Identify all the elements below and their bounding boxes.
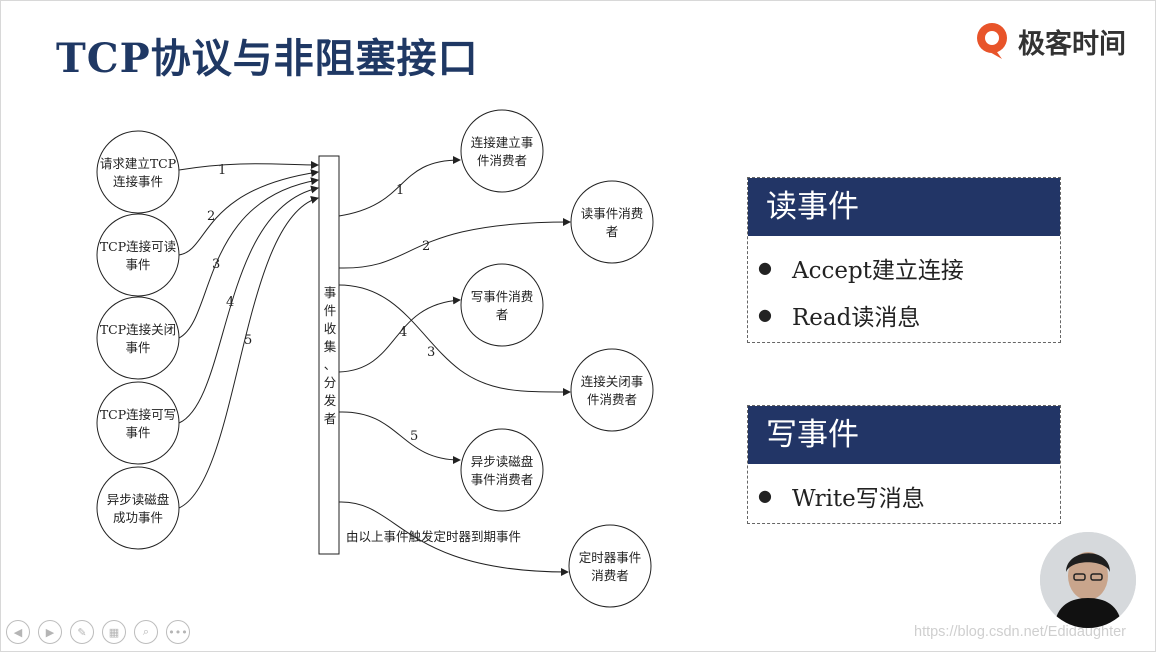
svg-text:事件: 事件 bbox=[125, 425, 150, 440]
read-event-item: ●Accept建立连接 bbox=[758, 257, 964, 284]
brand-logo: 极客时间 bbox=[974, 20, 1126, 62]
read-events-header: 读事件 bbox=[748, 178, 1060, 236]
left-node-tcp-connect: 请求建立TCP 连接事件 bbox=[96, 130, 180, 214]
left-node-tcp-writable: TCP连接可写 事件 bbox=[96, 381, 180, 465]
edge-out-label: 5 bbox=[410, 429, 418, 444]
collector-label: 事 件 收 集 、 分 发 者 bbox=[324, 285, 337, 426]
edge-out-label: 4 bbox=[399, 325, 407, 340]
edge-out-1 bbox=[338, 156, 461, 217]
event-dispatch-diagram: 事 件 收 集 、 分 发 者 请求建立TCP 连接事件 TCP连接可读 事件 … bbox=[96, 109, 654, 608]
edge-in-4 bbox=[178, 185, 319, 424]
csdn-watermark: https://blog.csdn.net/Edidaughter bbox=[914, 624, 1127, 640]
svg-text:事件: 事件 bbox=[125, 340, 150, 355]
edge-out-3 bbox=[338, 284, 571, 396]
edge-in-label: 2 bbox=[207, 209, 215, 224]
event-collector-dispatcher bbox=[318, 155, 340, 555]
collector-char: 件 bbox=[324, 303, 337, 318]
svg-text:件消费者: 件消费者 bbox=[477, 153, 527, 168]
right-node-timer-consumer: 定时器事件 消费者 bbox=[568, 524, 652, 608]
svg-text:事件消费者: 事件消费者 bbox=[471, 472, 534, 487]
left-node-tcp-readable: TCP连接可读 事件 bbox=[96, 213, 180, 297]
zoom-icon[interactable]: ⌕ bbox=[134, 620, 158, 644]
right-node-write-consumer: 写事件消费 者 bbox=[460, 263, 544, 347]
geek-logo-icon bbox=[977, 23, 1007, 59]
collector-char: 事 bbox=[324, 285, 337, 300]
edge-in-label: 3 bbox=[212, 257, 220, 272]
svg-text:TCP连接可写: TCP连接可写 bbox=[100, 407, 176, 422]
more-options-icon[interactable]: ••• bbox=[166, 620, 190, 644]
svg-text:异步读磁盘: 异步读磁盘 bbox=[471, 454, 534, 469]
collector-char: 集 bbox=[324, 339, 337, 354]
slide-title: TCP协议与非阻塞接口 bbox=[56, 35, 479, 82]
presentation-controls: ◀ ▶ ✎ ▦ ⌕ ••• bbox=[6, 620, 190, 644]
bullet-dot-icon: ● bbox=[758, 258, 772, 277]
svg-text:请求建立TCP: 请求建立TCP bbox=[100, 156, 176, 171]
edge-out-5 bbox=[338, 411, 461, 464]
read-events-card: 读事件 ●Accept建立连接 ●Read读消息 bbox=[747, 177, 1061, 343]
svg-text:件消费者: 件消费者 bbox=[587, 392, 637, 407]
svg-text:者: 者 bbox=[606, 224, 619, 239]
edge-in-1 bbox=[178, 160, 319, 171]
svg-text:者: 者 bbox=[496, 307, 509, 322]
right-node-read-consumer: 读事件消费 者 bbox=[570, 180, 654, 264]
svg-text:写事件消费: 写事件消费 bbox=[471, 289, 534, 304]
edge-out-4 bbox=[338, 296, 461, 373]
right-node-disk-consumer: 异步读磁盘 事件消费者 bbox=[460, 428, 544, 512]
timer-trigger-label: 由以上事件触发定时器到期事件 bbox=[346, 529, 521, 544]
edge-out-label: 1 bbox=[396, 183, 404, 198]
prev-slide-icon[interactable]: ◀ bbox=[6, 620, 30, 644]
outgoing-edges bbox=[338, 156, 571, 576]
edge-out-2 bbox=[338, 218, 571, 269]
edge-in-5 bbox=[178, 196, 319, 509]
collector-char: 收 bbox=[324, 321, 337, 336]
edge-in-2 bbox=[178, 169, 319, 256]
svg-text:异步读磁盘: 异步读磁盘 bbox=[107, 492, 170, 507]
collector-char: 者 bbox=[324, 411, 337, 426]
edge-out-timer bbox=[338, 501, 569, 576]
brand-text: 极客时间 bbox=[1018, 28, 1126, 60]
svg-text:定时器事件: 定时器事件 bbox=[579, 550, 642, 565]
left-node-disk-read: 异步读磁盘 成功事件 bbox=[96, 466, 180, 550]
svg-text:连接关闭事: 连接关闭事 bbox=[581, 374, 644, 389]
incoming-edges bbox=[178, 160, 319, 509]
write-event-item: ●Write写消息 bbox=[758, 485, 925, 512]
svg-text:成功事件: 成功事件 bbox=[113, 510, 163, 525]
bullet-dot-icon: ● bbox=[758, 486, 772, 505]
slides-grid-icon[interactable]: ▦ bbox=[102, 620, 126, 644]
right-node-connect-consumer: 连接建立事 件消费者 bbox=[460, 109, 544, 193]
edge-out-label: 2 bbox=[422, 239, 430, 254]
svg-text:事件: 事件 bbox=[125, 257, 150, 272]
read-event-item: ●Read读消息 bbox=[758, 304, 921, 331]
write-events-card: 写事件 ●Write写消息 bbox=[747, 405, 1061, 524]
edge-in-label: 1 bbox=[218, 163, 226, 178]
edge-in-label: 4 bbox=[226, 295, 234, 310]
write-events-header: 写事件 bbox=[748, 406, 1060, 464]
presenter-avatar-icon bbox=[1040, 532, 1136, 628]
svg-text:消费者: 消费者 bbox=[591, 568, 629, 583]
edge-in-3 bbox=[178, 177, 319, 339]
left-node-tcp-close: TCP连接关闭 事件 bbox=[96, 296, 180, 380]
svg-text:TCP连接可读: TCP连接可读 bbox=[100, 239, 176, 254]
bullet-dot-icon: ● bbox=[758, 305, 772, 324]
edge-out-label: 3 bbox=[427, 345, 435, 360]
svg-text:TCP连接关闭: TCP连接关闭 bbox=[100, 322, 176, 337]
edge-in-label: 5 bbox=[244, 333, 252, 348]
collector-char: 分 bbox=[324, 375, 337, 390]
svg-text:连接事件: 连接事件 bbox=[113, 174, 163, 189]
presenter-webcam bbox=[1040, 532, 1136, 628]
right-node-close-consumer: 连接关闭事 件消费者 bbox=[570, 348, 654, 432]
pen-icon[interactable]: ✎ bbox=[70, 620, 94, 644]
collector-char: 发 bbox=[324, 393, 337, 408]
svg-text:连接建立事: 连接建立事 bbox=[471, 135, 534, 150]
collector-char: 、 bbox=[324, 357, 337, 372]
svg-text:读事件消费: 读事件消费 bbox=[581, 206, 644, 221]
next-slide-icon[interactable]: ▶ bbox=[38, 620, 62, 644]
